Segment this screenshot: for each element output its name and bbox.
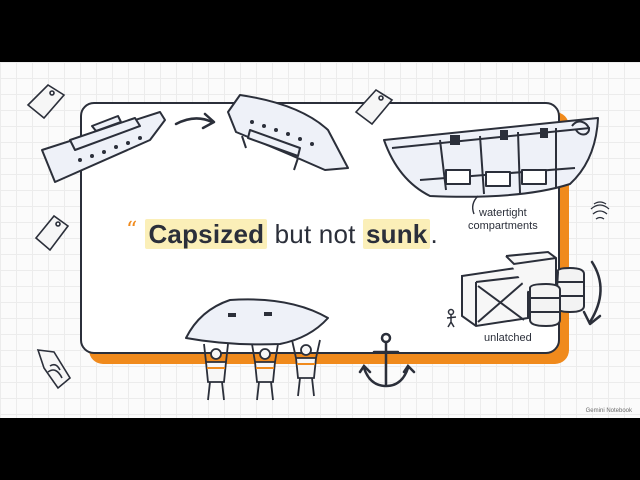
label-unlatched: unlatched <box>484 332 532 344</box>
barrel-icon <box>529 266 585 328</box>
tag-icon <box>26 83 394 252</box>
person-icon <box>446 308 457 328</box>
arrow-right-icon <box>174 117 214 126</box>
capsized-ship-icon <box>227 94 349 171</box>
quote-middle: but not <box>267 219 363 249</box>
quote-end: . <box>430 219 438 249</box>
hull-compartments-icon <box>383 117 599 198</box>
fingerprint-tag-icon <box>36 349 72 390</box>
highlight-sunk: sunk <box>362 219 431 249</box>
label-compartments: watertight compartments <box>468 207 538 232</box>
brand-watermark: Gemini Notebook <box>585 408 632 414</box>
highlight-capsized: Capsized <box>145 219 268 249</box>
curved-arrow-icon <box>588 260 602 324</box>
carried-hull-icon <box>185 298 329 346</box>
quote-text: “ Capsized but not sunk. <box>126 218 438 250</box>
fingerprint-icon <box>590 201 610 220</box>
quote-mark: “ <box>126 218 138 243</box>
workers-icon <box>203 339 321 401</box>
anchor-icon <box>358 332 416 388</box>
ship-icon <box>41 111 166 183</box>
slide-frame: “ Capsized but not sunk. watertight compa… <box>0 62 640 418</box>
illustrations <box>26 83 610 401</box>
crate-icon <box>461 250 557 328</box>
